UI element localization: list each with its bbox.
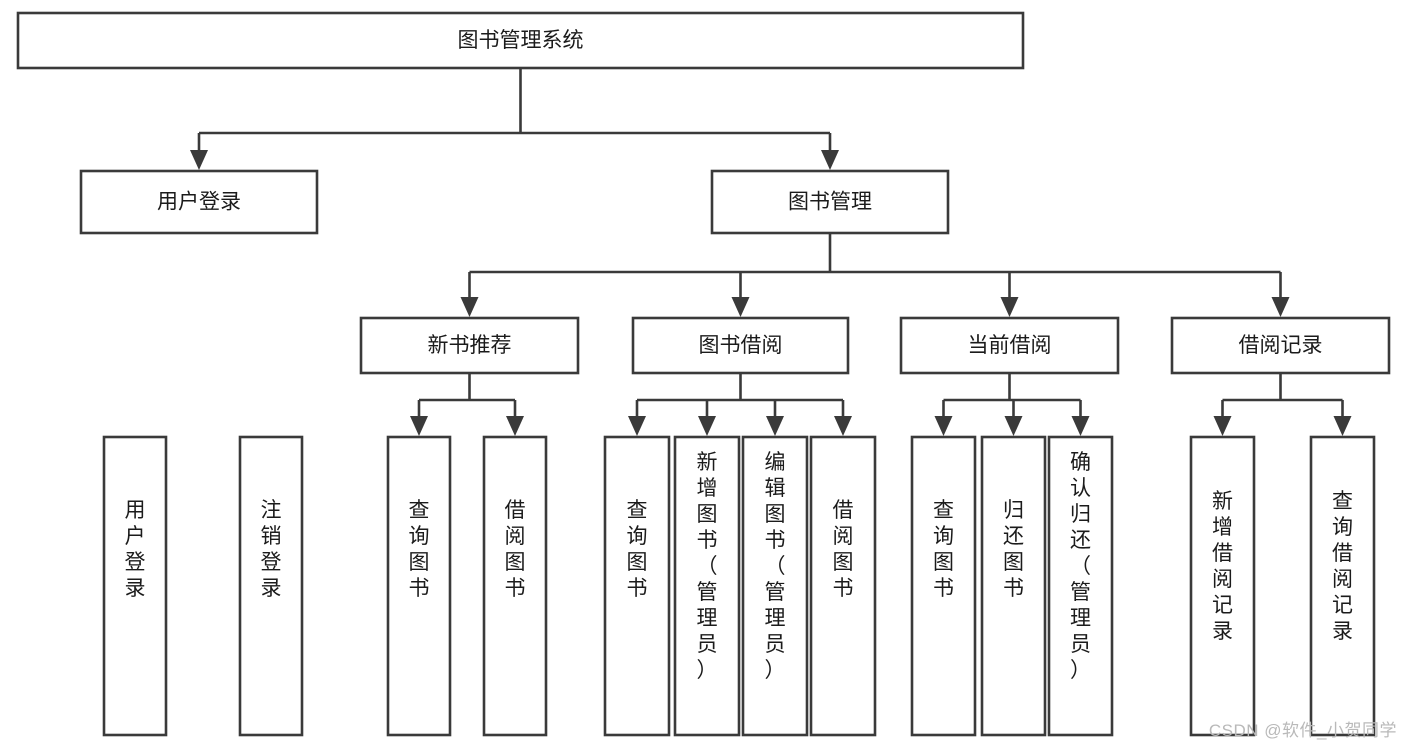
node-label: 确认归还（管理员） [1070, 451, 1091, 682]
arrow-head-icon [934, 416, 953, 436]
node-box[interactable] [16, 11, 1025, 70]
arrow-head-icon [190, 150, 208, 170]
node-label: 查询图书 [933, 499, 954, 600]
node-label: 借阅记录 [1239, 334, 1323, 357]
node-box[interactable] [673, 435, 741, 737]
node-leaf-borrow-book-2[interactable]: 借阅图书 [809, 435, 877, 737]
node-label: 用户登录 [157, 191, 241, 214]
node-label: 当前借阅 [968, 334, 1052, 357]
arrow-head-icon [821, 150, 839, 170]
node-leaf-logout[interactable]: 注销登录 [238, 435, 304, 737]
arrow-head-icon [731, 297, 750, 317]
connector-layer [190, 68, 1352, 436]
node-box[interactable] [910, 435, 977, 737]
arrow-head-icon [506, 416, 524, 436]
node-box[interactable] [1170, 316, 1391, 375]
arrow-head-icon [766, 416, 784, 436]
node-user-login[interactable]: 用户登录 [79, 169, 319, 235]
node-label: 借阅图书 [833, 499, 854, 600]
node-leaf-add-book[interactable]: 新增图书（管理员） [673, 435, 741, 737]
node-label: 图书管理 [788, 191, 872, 214]
node-leaf-query-record[interactable]: 查询借阅记录 [1309, 435, 1376, 737]
node-leaf-query-book-3[interactable]: 查询图书 [910, 435, 977, 737]
node-box[interactable] [359, 316, 580, 375]
node-label: 归还图书 [1003, 499, 1024, 600]
arrow-head-icon [460, 297, 479, 317]
connector-group [934, 373, 1090, 436]
arrow-head-icon [1000, 297, 1019, 317]
node-box[interactable] [1189, 435, 1256, 737]
connector-group [1213, 373, 1352, 436]
node-leaf-edit-book[interactable]: 编辑图书（管理员） [741, 435, 809, 737]
node-leaf-return-book[interactable]: 归还图书 [980, 435, 1047, 737]
node-current-borrow[interactable]: 当前借阅 [899, 316, 1120, 375]
node-layer: 图书管理系统用户登录图书管理新书推荐图书借阅当前借阅借阅记录用户登录注销登录查询… [16, 11, 1391, 737]
node-book-manage[interactable]: 图书管理 [710, 169, 950, 235]
node-label: 图书借阅 [699, 334, 783, 357]
node-box[interactable] [386, 435, 452, 737]
node-box[interactable] [809, 435, 877, 737]
node-box[interactable] [710, 169, 950, 235]
connector-group [410, 373, 524, 436]
node-label: 编辑图书（管理员） [765, 451, 786, 682]
node-borrow-record[interactable]: 借阅记录 [1170, 316, 1391, 375]
node-leaf-query-book-2[interactable]: 查询图书 [603, 435, 671, 737]
node-box[interactable] [79, 169, 319, 235]
node-label: 查询图书 [409, 499, 430, 600]
node-leaf-confirm-return[interactable]: 确认归还（管理员） [1047, 435, 1114, 737]
node-box[interactable] [1047, 435, 1114, 737]
arrow-head-icon [628, 416, 646, 436]
node-label: 查询图书 [627, 499, 648, 600]
node-leaf-borrow-book-1[interactable]: 借阅图书 [482, 435, 548, 737]
node-book-borrow[interactable]: 图书借阅 [631, 316, 850, 375]
connector-group [628, 373, 852, 436]
arrow-head-icon [1271, 297, 1290, 317]
node-label: 新增图书（管理员） [697, 451, 718, 682]
node-label: 图书管理系统 [458, 29, 584, 52]
node-leaf-query-book-1[interactable]: 查询图书 [386, 435, 452, 737]
connector-group [190, 68, 839, 170]
node-box[interactable] [631, 316, 850, 375]
node-label: 用户登录 [125, 499, 146, 600]
arrow-head-icon [410, 416, 428, 436]
node-new-book-rec[interactable]: 新书推荐 [359, 316, 580, 375]
arrow-head-icon [1213, 416, 1232, 436]
arrow-head-icon [834, 416, 852, 436]
node-label: 查询借阅记录 [1332, 490, 1353, 643]
node-box[interactable] [899, 316, 1120, 375]
node-box[interactable] [238, 435, 304, 737]
arrow-head-icon [1004, 416, 1023, 436]
arrow-head-icon [1071, 416, 1090, 436]
node-box[interactable] [102, 435, 168, 737]
node-box[interactable] [482, 435, 548, 737]
node-label: 新增借阅记录 [1212, 490, 1233, 643]
node-box[interactable] [741, 435, 809, 737]
connector-group [460, 233, 1290, 317]
node-label: 注销登录 [261, 499, 282, 600]
node-root[interactable]: 图书管理系统 [16, 11, 1025, 70]
node-label: 新书推荐 [428, 334, 512, 357]
node-leaf-user-login[interactable]: 用户登录 [102, 435, 168, 737]
node-leaf-add-record[interactable]: 新增借阅记录 [1189, 435, 1256, 737]
node-box[interactable] [603, 435, 671, 737]
arrow-head-icon [1333, 416, 1352, 436]
watermark-label: CSDN @软件_小贺同学 [1208, 721, 1397, 740]
node-label: 借阅图书 [505, 499, 526, 600]
arrow-head-icon [698, 416, 716, 436]
node-box[interactable] [980, 435, 1047, 737]
node-box[interactable] [1309, 435, 1376, 737]
